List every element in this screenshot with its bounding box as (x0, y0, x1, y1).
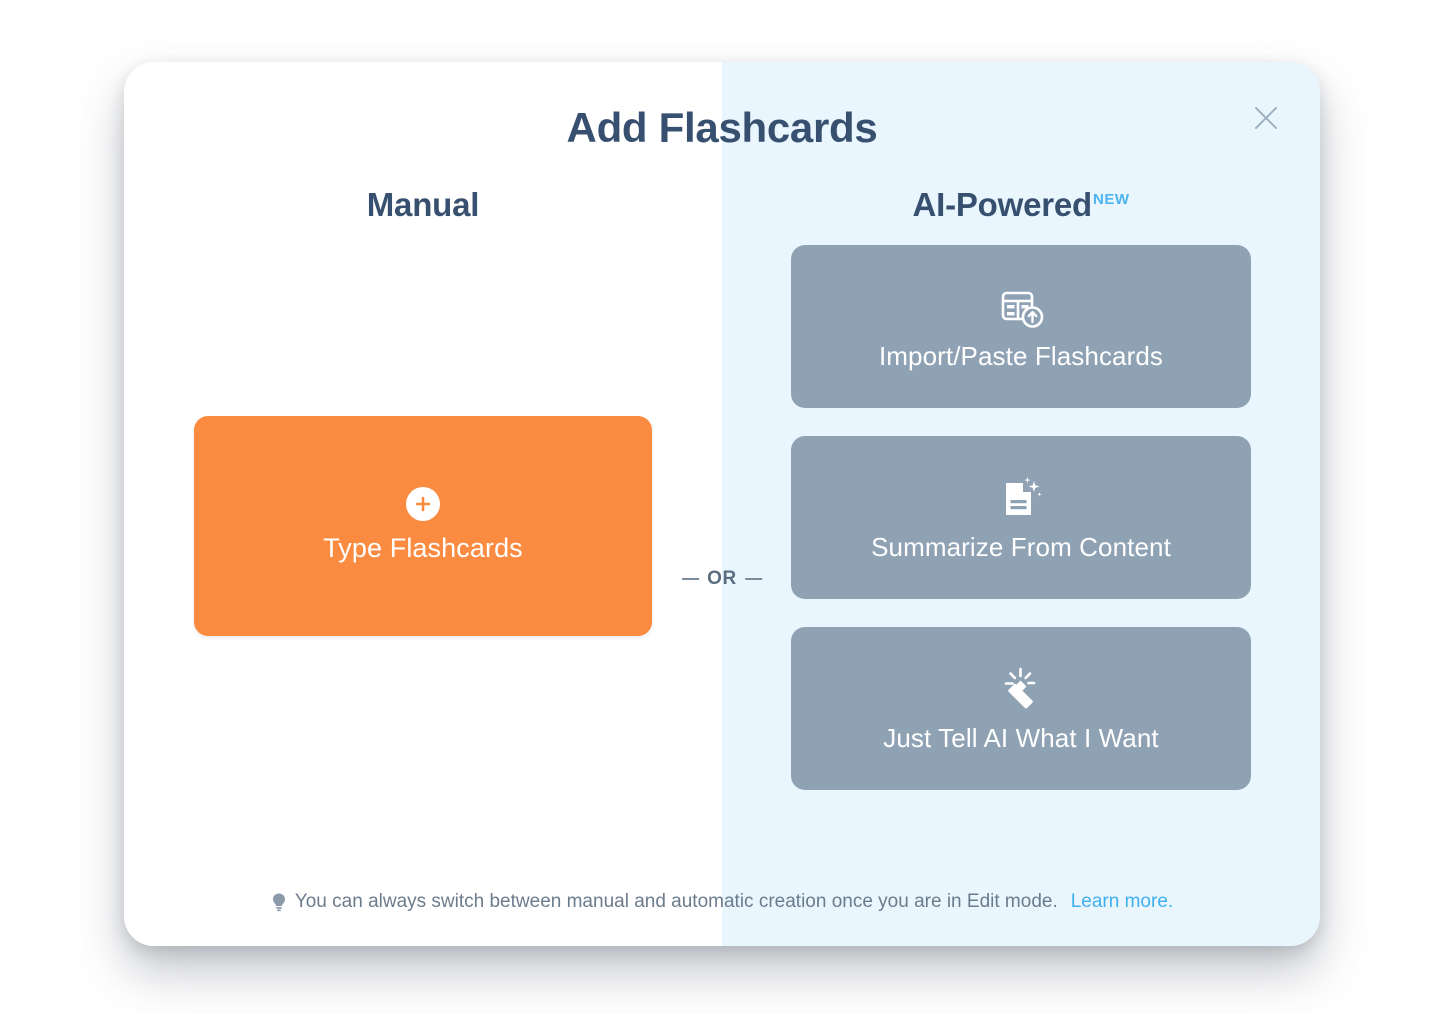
close-icon[interactable] (1246, 98, 1286, 138)
or-divider: OR (682, 568, 762, 590)
just-tell-ai-label: Just Tell AI What I Want (883, 723, 1159, 754)
import-paste-flashcards-label: Import/Paste Flashcards (878, 341, 1164, 372)
new-badge: NEW (1093, 191, 1130, 209)
manual-heading: Manual (366, 186, 480, 224)
ai-heading: AI-PoweredNEW (912, 151, 1129, 223)
columns: Manual Type Flashcards (124, 151, 1320, 870)
magic-wand-icon (997, 663, 1045, 717)
import-paste-flashcards-button[interactable]: Import/Paste Flashcards (791, 245, 1251, 409)
learn-more-link[interactable]: Learn more. (1070, 891, 1174, 912)
or-divider-label: OR (707, 568, 737, 589)
or-dash-right (744, 578, 762, 580)
or-dash-left (682, 578, 700, 580)
ai-column: AI-PoweredNEW (722, 151, 1320, 870)
table-upload-icon (997, 281, 1045, 335)
ai-heading-label: AI-Powered (912, 186, 1093, 224)
add-flashcards-modal: Add Flashcards Manual Type Flashcards (124, 62, 1320, 946)
type-flashcards-button[interactable]: Type Flashcards (194, 415, 652, 636)
document-sparkle-icon (997, 472, 1045, 526)
page-title: Add Flashcards (566, 104, 878, 151)
summarize-from-content-label: Summarize From Content (871, 532, 1171, 563)
summarize-from-content-button[interactable]: Summarize From Content (791, 436, 1251, 600)
just-tell-ai-button[interactable]: Just Tell AI What I Want (791, 627, 1251, 791)
modal-content: Add Flashcards Manual Type Flashcards (124, 62, 1320, 946)
footer-text: You can always switch between manual and… (294, 891, 1058, 912)
type-flashcards-label: Type Flashcards (323, 533, 523, 564)
footer-hint: You can always switch between manual and… (124, 870, 1320, 946)
manual-column: Manual Type Flashcards (124, 151, 722, 870)
plus-circle-icon (406, 487, 440, 522)
ai-body: Import/Paste Flashcards (791, 223, 1251, 870)
lightbulb-icon (271, 892, 287, 912)
manual-body: Type Flashcards (124, 223, 722, 870)
